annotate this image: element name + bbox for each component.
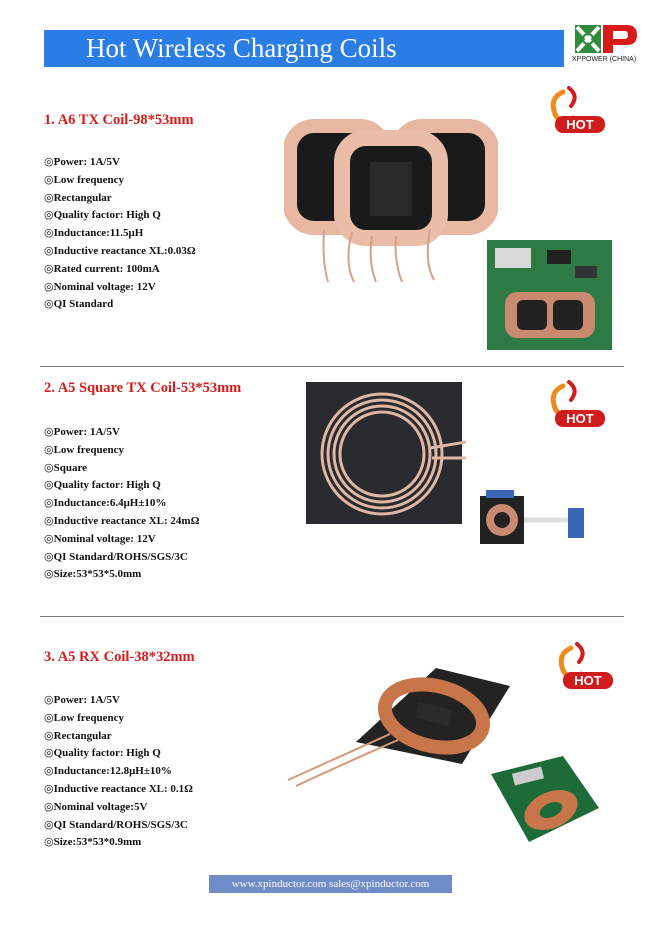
section-divider [40,366,624,367]
a6-tx-pcb-image [487,240,612,350]
spec-item: ◎Rectangular [44,191,112,204]
spec-item: ◎Rated current: 100mA [44,262,160,275]
spec-item: ◎Inductive reactance XL:0.03Ω [44,244,196,257]
spec-item: ◎Rectangular [44,729,112,742]
svg-text:HOT: HOT [566,117,594,132]
spec-item: ◎Quality factor: High Q [44,747,161,760]
section-2-spec-list: ◎Power: 1A/5V ◎Low frequency ◎Square ◎Qu… [44,424,199,584]
spec-item: ◎Inductance:6.4μH±10% [44,497,167,510]
hot-badge-icon: HOT [550,380,605,427]
svg-text:HOT: HOT [574,673,602,688]
spec-item: ◎Square [44,461,88,474]
spec-item: ◎Nominal voltage:5V [44,800,148,813]
a6-tx-coil-image [284,119,498,283]
svg-text:HOT: HOT [566,411,594,426]
spec-item: ◎Low frequency [44,711,124,724]
section-3-spec-list: ◎Power: 1A/5V ◎Low frequency ◎Rectangula… [44,692,193,852]
spec-item: ◎Nominal voltage: 12V [44,280,156,293]
hot-badge-icon: HOT [558,642,613,689]
section-3-title: 3. A5 RX Coil-38*32mm [44,649,195,665]
spec-item: ◎Power: 1A/5V [44,694,120,706]
spec-item: ◎QI Standard/ROHS/SGS/3C [44,550,188,563]
spec-item: ◎Low frequency [44,443,124,456]
spec-item: ◎Inductive reactance XL: 0.1Ω [44,782,193,795]
spec-item: ◎Quality factor: High Q [44,479,161,492]
spec-item: ◎Power: 1A/5V [44,426,120,438]
hot-badge-icon: HOT [550,86,605,133]
spec-item: ◎Size:53*53*5.0mm [44,568,142,581]
spec-item: ◎Size:53*53*0.9mm [44,836,142,849]
spec-item: ◎Power: 1A/5V [44,156,120,168]
section-2-title: 2. A5 Square TX Coil-53*53mm [44,380,242,396]
title-banner: Hot Wireless Charging Coils [44,30,564,67]
spec-item: ◎Inductance:11.5μH [44,227,144,240]
xppower-logo-icon [575,25,637,53]
a5-square-coil-image [306,382,466,524]
spec-item: ◎QI Standard/ROHS/SGS/3C [44,818,188,831]
spec-item: ◎Inductive reactance XL: 24mΩ [44,514,200,527]
a5-square-module-image [480,490,584,544]
spec-item: ◎Quality factor: High Q [44,209,161,222]
page-title: Hot Wireless Charging Coils [86,33,397,63]
section-1-spec-list: ◎Power: 1A/5V ◎Low frequency ◎Rectangula… [44,154,196,314]
logo-caption: XPPOWER (CHINA) [572,56,637,63]
contact-footer: www.xpinductor.com sales@xpinductor.com [209,875,452,893]
a5-rx-pcb-image [491,756,599,842]
section-divider [40,616,624,617]
spec-item: ◎Low frequency [44,173,124,186]
spec-item: ◎QI Standard [44,298,114,311]
spec-item: ◎Inductance:12.8μH±10% [44,765,172,778]
a5-rx-coil-image [287,668,510,787]
spec-item: ◎Nominal voltage: 12V [44,532,156,545]
section-1-title: 1. A6 TX Coil-98*53mm [44,112,194,128]
